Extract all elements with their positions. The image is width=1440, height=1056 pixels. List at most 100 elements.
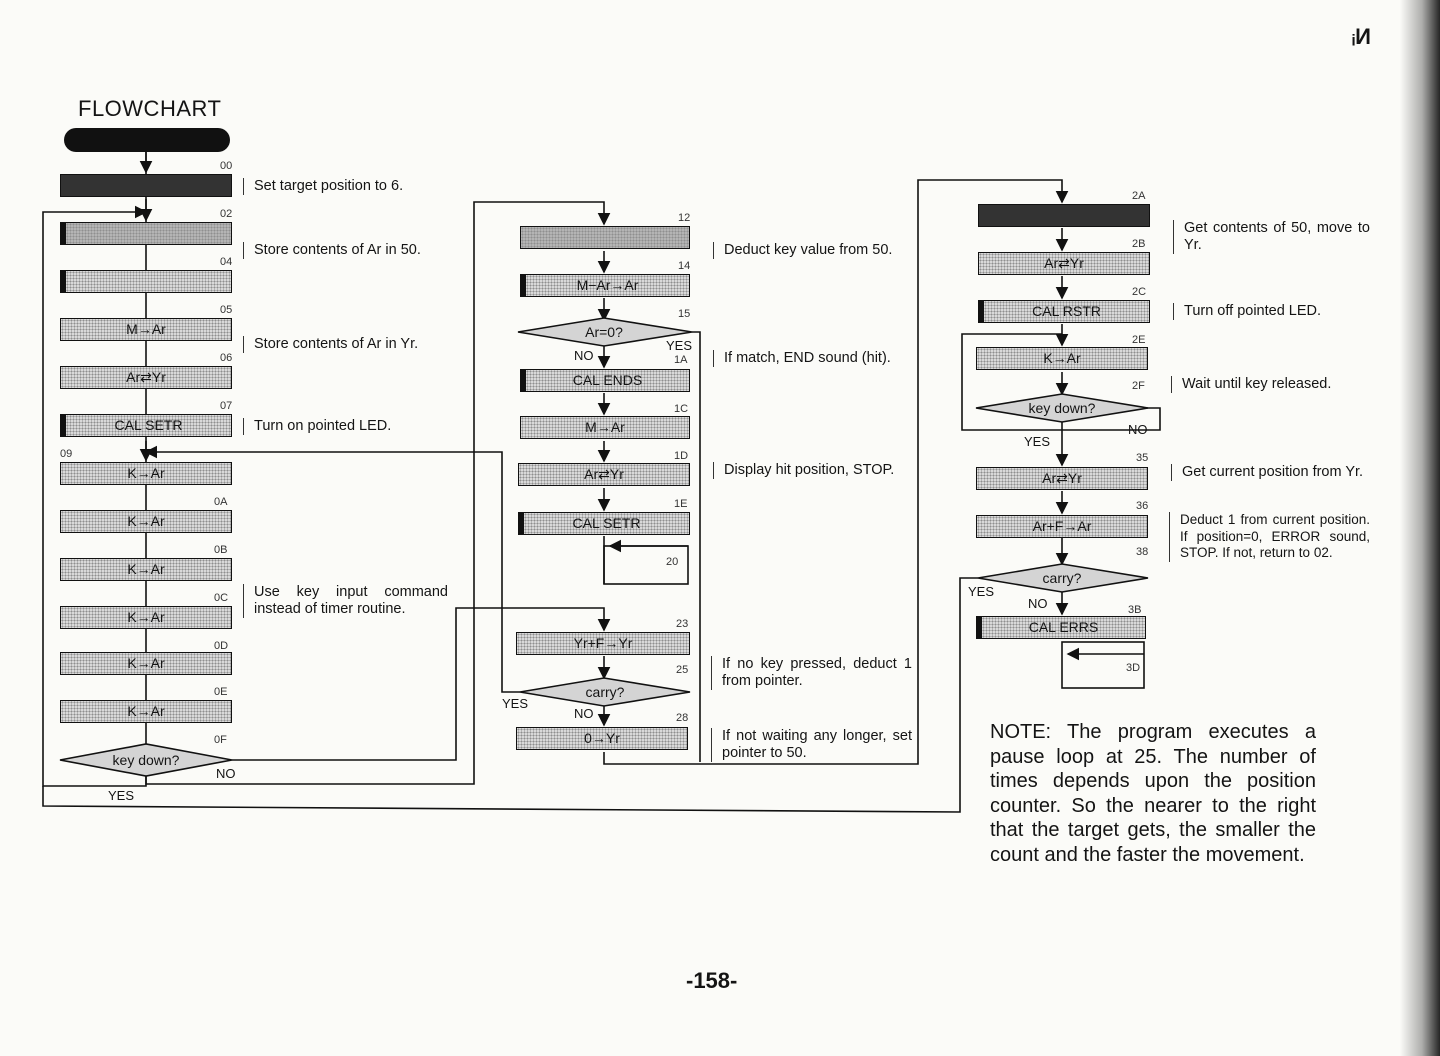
col2-box-1c: M→Ar (520, 416, 690, 439)
col1-box-0a: K→Ar (60, 510, 232, 533)
col1-decision-diamond (59, 743, 233, 777)
col1-to-col3 (42, 577, 978, 813)
col3-addr: 2C (1132, 286, 1147, 298)
col1-box-05: M→Ar (60, 318, 232, 341)
col2-addr: 12 (678, 212, 691, 224)
col1-note: Store contents of Ar in Yr. (243, 336, 444, 353)
col1-addr: 00 (220, 160, 233, 172)
col2-decision1-diamond (517, 317, 693, 347)
col2-box-28: 0→Yr (516, 727, 688, 750)
col3-no2-label: NO (1028, 596, 1048, 611)
col3-decision2-diamond (977, 563, 1149, 593)
col2-addr: 1D (674, 450, 689, 462)
col1-addr: 0B (214, 544, 228, 556)
col2-note: If match, END sound (hit). (713, 350, 912, 367)
col2-yes-right (692, 331, 701, 762)
col1-note: Set target position to 6. (243, 178, 454, 195)
col3-addr: 2F (1132, 380, 1145, 392)
col2-addr: 14 (678, 260, 691, 272)
col3-box-36: Ar+F→Ar (976, 515, 1148, 538)
col2-box-1a: CAL ENDS (520, 369, 690, 392)
col3-decision1-diamond (975, 393, 1149, 423)
col2-entry (145, 201, 611, 785)
col1-note: Store contents of Ar in 50. (243, 242, 444, 259)
col1-box-06: Ar⇄Yr (60, 366, 232, 389)
col1-addr: 0A (214, 496, 228, 508)
col1-no-label: NO (216, 766, 236, 781)
col2-connector-20: 20 (666, 556, 679, 568)
col2-addr: 1A (674, 354, 688, 366)
col3-box-2e: K→Ar (976, 347, 1148, 370)
col3-addr: 35 (1136, 452, 1149, 464)
col1-note: Turn on pointed LED. (243, 418, 454, 435)
col3-box-3b: CAL ERRS (976, 616, 1146, 639)
corner-text: ᵢИ (1352, 24, 1371, 49)
col2-yes-label: YES (666, 338, 693, 353)
col2-yes-return (144, 445, 520, 693)
col3-connector-3d: 3D (1126, 662, 1141, 674)
col1-box-07: CAL SETR (60, 414, 232, 437)
col3-note: Wait until key released. (1171, 376, 1370, 393)
col2-note: If not waiting any longer, set pointer t… (711, 728, 912, 762)
col2-addr: 1E (674, 498, 688, 510)
col3-addr: 3B (1128, 604, 1142, 616)
col1-box-0e: K→Ar (60, 700, 232, 723)
col1-box-02 (60, 222, 232, 245)
col3-yes-label: YES (1024, 434, 1051, 449)
col2-decision2-diamond (519, 677, 691, 707)
flowchart-title: FLOWCHART (78, 96, 222, 121)
col3-box-35: Ar⇄Yr (976, 467, 1148, 490)
col2-box-12 (520, 226, 690, 249)
col1-addr: 0C (214, 592, 229, 604)
page-edge-shadow (1400, 0, 1440, 1056)
col2-addr: 25 (676, 664, 689, 676)
col3-addr: 2A (1132, 190, 1146, 202)
col3-yes2-label: YES (968, 584, 995, 599)
col2-addr: 15 (678, 308, 691, 320)
col3-box-2b: Ar⇄Yr (978, 252, 1150, 275)
col1-addr: 07 (220, 400, 233, 412)
col3-addr: 38 (1136, 546, 1149, 558)
col3-no-label: NO (1128, 422, 1148, 437)
col1-box-09: K→Ar (60, 462, 232, 485)
col3-addr: 2B (1132, 238, 1146, 250)
col2-no2-label: NO (574, 706, 594, 721)
col3-note: Get contents of 50, move to Yr. (1173, 220, 1370, 254)
col1-note: Use key input command instead of timer r… (243, 584, 448, 618)
connector-3d-box (1061, 641, 1145, 689)
col1-no-path (232, 607, 611, 761)
col1-box-0d: K→Ar (60, 652, 232, 675)
col1-addr: 0F (214, 734, 227, 746)
col1-box-0c: K→Ar (60, 606, 232, 629)
col1-addr: 05 (220, 304, 233, 316)
col2-addr: 28 (676, 712, 689, 724)
col2-box-23: Yr+F→Yr (516, 632, 690, 655)
col2-no-label: NO (574, 348, 594, 363)
col1-decision-label: key down? (112, 752, 180, 768)
col1-addr: 0D (214, 640, 229, 652)
page-number: -158- (686, 968, 738, 993)
col2-yes2-label: YES (502, 696, 529, 711)
col1-addr: 09 (60, 448, 73, 460)
col3-note: Turn off pointed LED. (1173, 303, 1370, 320)
col3-note: Get current position from Yr. (1171, 464, 1370, 481)
col1-box-04 (60, 270, 232, 293)
col3-box-2c: CAL RSTR (978, 300, 1150, 323)
col2-decision2-label: carry? (585, 684, 625, 700)
col2-addr: 1C (674, 403, 689, 415)
col1-box-0b: K→Ar (60, 558, 232, 581)
col1-yes-label: YES (108, 788, 135, 803)
col3-note: Deduct 1 from current position. If posit… (1169, 512, 1370, 562)
col2-note: If no key pressed, deduct 1 from pointer… (711, 656, 912, 690)
program-note: NOTE: The program executes a pause loop … (990, 721, 1316, 866)
start-terminal (64, 128, 230, 152)
col1-addr: 04 (220, 256, 233, 268)
col2-note: Deduct key value from 50. (713, 242, 912, 259)
col2-addr: 23 (676, 618, 689, 630)
col3-addr: 36 (1136, 500, 1149, 512)
col1-addr: 06 (220, 352, 233, 364)
col3-box-2a (978, 204, 1150, 227)
col1-addr: 0E (214, 686, 228, 698)
col2-to-col3 (603, 179, 1069, 765)
